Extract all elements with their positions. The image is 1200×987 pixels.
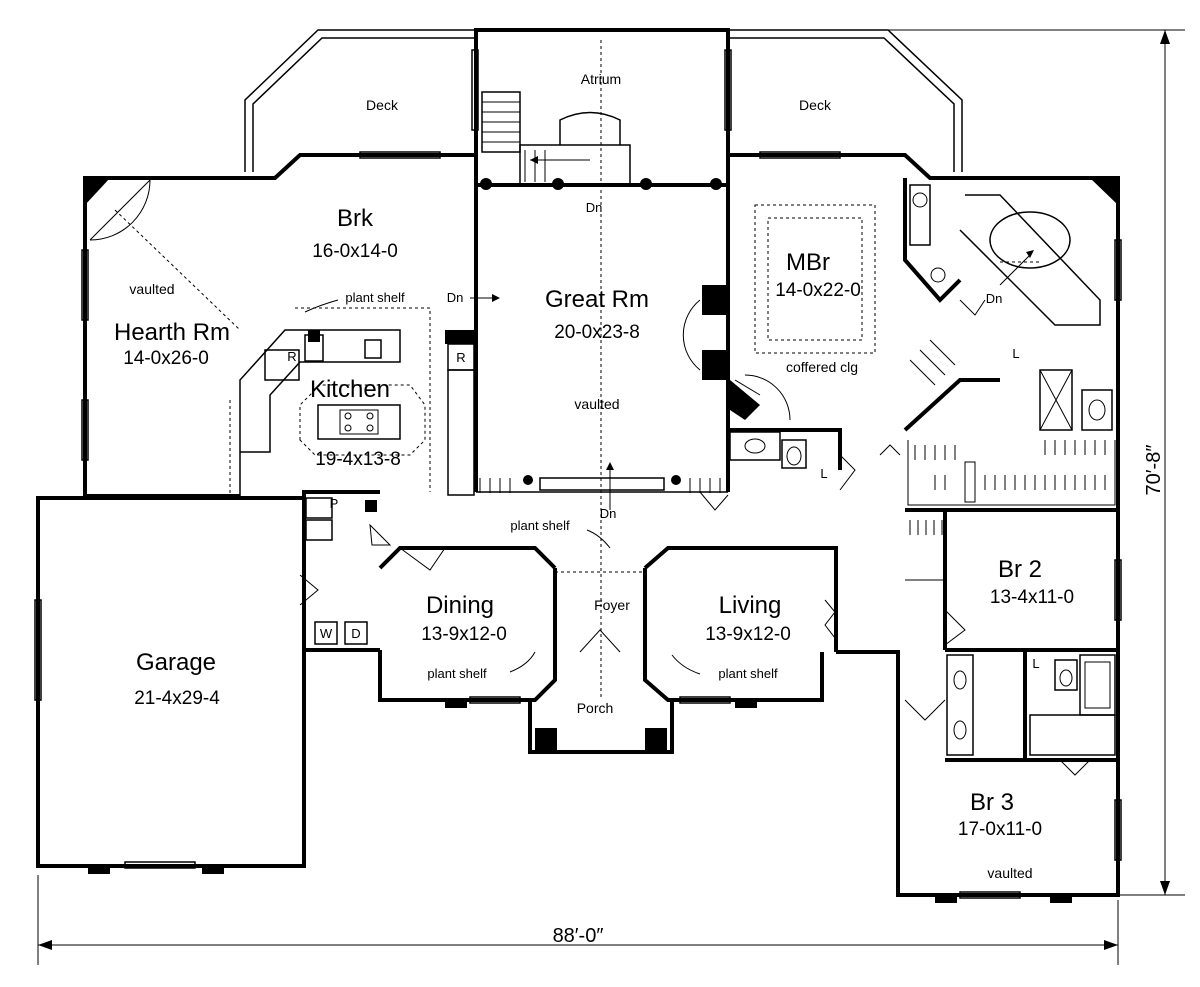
brk-dim: 16-0x14-0 [312, 241, 398, 262]
garage-dim: 21-4x29-4 [134, 688, 220, 709]
living-name: Living [719, 592, 782, 619]
br2-dim: 13-4x11-0 [990, 587, 1074, 608]
great-note: vaulted [574, 396, 619, 412]
atrium-label: Atrium [581, 71, 621, 87]
dn-atrium: Dn [586, 200, 603, 215]
closets [479, 339, 1116, 581]
refrigerator-label: R [456, 350, 465, 365]
washer-label: W [320, 626, 333, 641]
leader-arrows [304, 299, 701, 675]
dn-great: Dn [600, 506, 617, 521]
bath-fixtures [946, 654, 1116, 756]
hearth-name: Hearth Rm [114, 319, 230, 346]
plant-shelf-hall: plant shelf [510, 518, 570, 533]
door-swings [89, 179, 1091, 776]
dn-master: Dn [986, 291, 1003, 306]
brk-name: Brk [337, 205, 374, 232]
windows [34, 49, 1122, 899]
br3-note: vaulted [987, 865, 1032, 881]
axis-lines [114, 40, 1034, 700]
mbr-name: MBr [786, 249, 830, 276]
dryer-label: D [351, 626, 360, 641]
kitchen-dim: 19-4x13-8 [315, 449, 401, 470]
dn-kitchen: Dn [447, 290, 464, 305]
dining-dim: 13-9x12-0 [421, 624, 507, 645]
garage-name: Garage [136, 649, 216, 676]
master-fixtures [729, 184, 1113, 469]
plant-shelf-living: plant shelf [718, 666, 778, 681]
depth-dimension: 70′-8″ [1143, 445, 1165, 496]
br3-dim: 17-0x11-0 [958, 819, 1042, 840]
room-labels: Atrium Deck Deck Brk 16-0x14-0 vaulted H… [114, 71, 1165, 947]
mbr-dim: 14-0x22-0 [775, 280, 861, 301]
hearth-note: vaulted [129, 281, 174, 297]
br2-name: Br 2 [998, 556, 1042, 583]
refrigerator-mark: R [287, 349, 296, 364]
dimension-lines [37, 29, 1185, 965]
deck-right-label: Deck [799, 97, 832, 113]
br3-name: Br 3 [970, 789, 1014, 816]
porch-label: Porch [577, 700, 614, 716]
foyer-label: Foyer [594, 597, 630, 613]
plant-shelf-kitchen: plant shelf [345, 290, 405, 305]
laundry-master: L [1012, 346, 1019, 361]
pantry-label: P [330, 496, 339, 511]
deck-left-label: Deck [366, 97, 399, 113]
kitchen-name: Kitchen [310, 376, 390, 403]
mbr-note: coffered clg [786, 359, 858, 375]
hearth-dim: 14-0x26-0 [123, 348, 209, 369]
width-dimension: 88′-0″ [553, 925, 604, 947]
great-name: Great Rm [545, 286, 649, 313]
kitchen-fixtures [229, 307, 475, 645]
laundry-hall: L [820, 466, 827, 481]
atrium-stairs [481, 91, 631, 186]
great-dim: 20-0x23-8 [554, 322, 640, 343]
laundry-bath: L [1032, 656, 1039, 671]
plant-shelf-dining: plant shelf [427, 666, 487, 681]
living-dim: 13-9x12-0 [705, 624, 791, 645]
columns [85, 178, 1118, 903]
deck-outlines [244, 29, 963, 172]
dining-name: Dining [426, 592, 494, 619]
